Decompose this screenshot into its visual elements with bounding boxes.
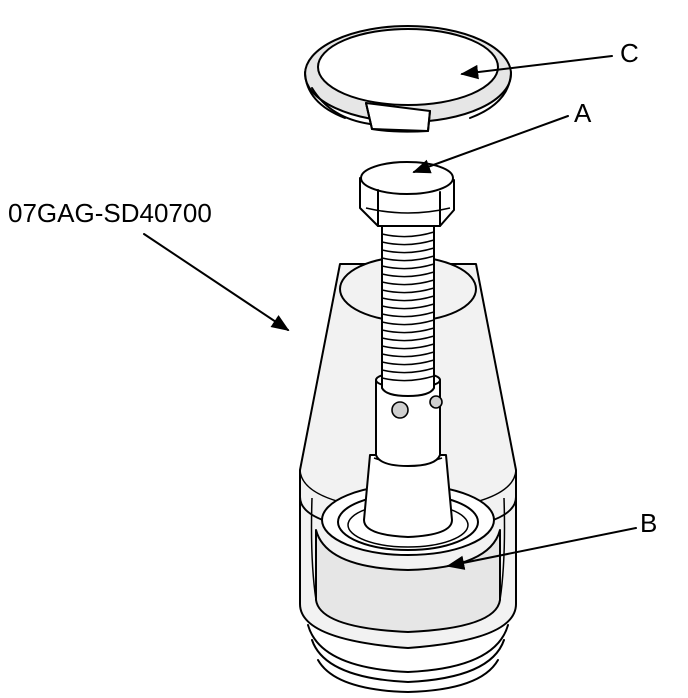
thread-line bbox=[381, 311, 435, 318]
thread-line bbox=[381, 247, 435, 254]
label-a: A bbox=[574, 98, 592, 128]
label-c: C bbox=[620, 38, 639, 68]
bolt-threads bbox=[381, 231, 435, 382]
thread-line bbox=[381, 255, 435, 262]
thread-line bbox=[381, 287, 435, 294]
thread-line bbox=[381, 351, 435, 358]
bolt-a bbox=[359, 161, 455, 538]
thread-line bbox=[381, 327, 435, 334]
leader-arrow-tool bbox=[143, 233, 290, 331]
thread-line bbox=[381, 231, 435, 238]
thread-line bbox=[381, 279, 435, 286]
thread-line bbox=[381, 271, 435, 278]
thread-line bbox=[381, 303, 435, 310]
thread-line bbox=[381, 367, 435, 374]
snap-ring-c bbox=[304, 25, 512, 133]
thread-line bbox=[381, 239, 435, 246]
label-tool-number: 07GAG-SD40700 bbox=[8, 198, 212, 228]
leader-arrow-c bbox=[460, 55, 613, 80]
thread-line bbox=[381, 343, 435, 350]
label-b: B bbox=[640, 508, 657, 538]
thread-line bbox=[381, 319, 435, 326]
thread-line bbox=[381, 335, 435, 342]
thread-line bbox=[381, 359, 435, 366]
thread-line bbox=[381, 295, 435, 302]
thread-line bbox=[381, 375, 435, 382]
leader-arrow-b bbox=[446, 527, 637, 570]
thread-line bbox=[381, 263, 435, 270]
leader-arrow-a bbox=[412, 115, 569, 174]
